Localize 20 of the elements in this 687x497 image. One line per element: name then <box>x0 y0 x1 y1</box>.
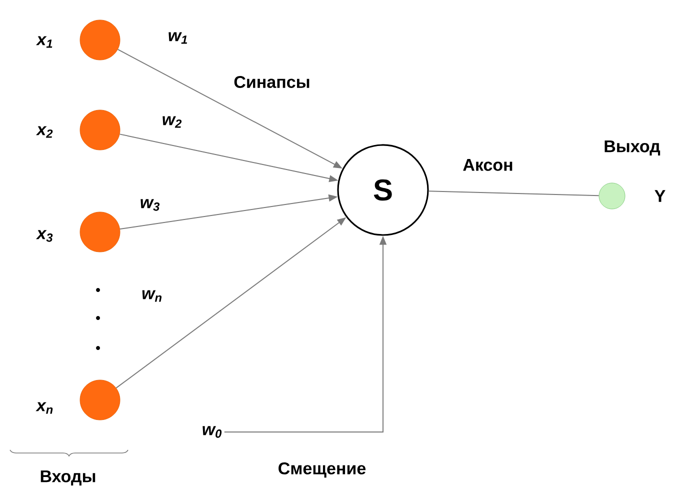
edge-label: w$_{2}$ <box>160 115 184 129</box>
edge-label: w$_{n}$ <box>140 289 164 303</box>
edge-label: w$_{3}$ <box>138 198 162 212</box>
text-label: Синапсы <box>234 76 310 88</box>
text-label: Входы <box>40 470 96 486</box>
input-circle <box>80 212 120 252</box>
input-circle <box>80 20 120 60</box>
weight-label: w$_{0}$ <box>202 426 222 438</box>
input-circle <box>80 110 120 150</box>
node-label: x$_{3}$ <box>36 230 53 242</box>
node-label: x$_{n}$ <box>36 402 53 414</box>
edge-label: Аксон <box>462 158 514 172</box>
node-label: Y <box>654 190 666 202</box>
edge-label: w$_{1}$ <box>166 31 190 45</box>
output-circle <box>598 182 626 210</box>
node-label: Выход <box>604 140 660 156</box>
node-label: x$_{1}$ <box>36 36 52 48</box>
edge-label: Смещение <box>276 461 368 479</box>
input-circle <box>80 380 120 420</box>
node-label: x$_{2}$ <box>36 126 53 138</box>
